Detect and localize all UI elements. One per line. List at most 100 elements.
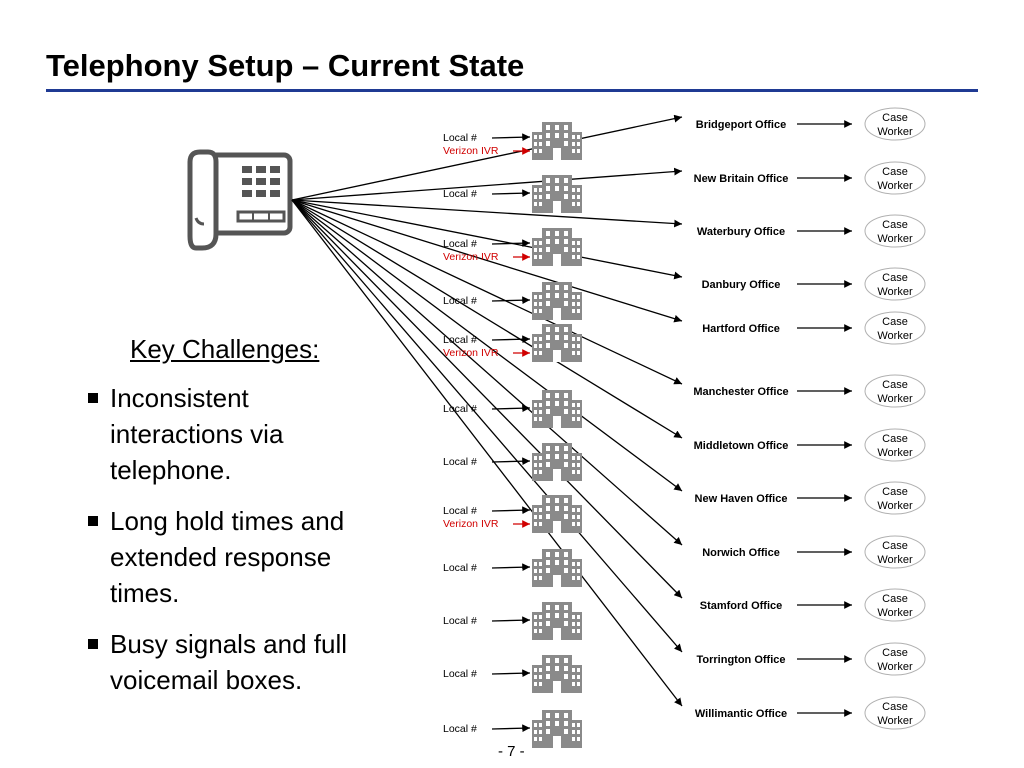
- phone-to-office-line: [291, 199, 683, 439]
- office-building-icon: [532, 390, 582, 428]
- challenge-item: Inconsistent interactions via telephone.: [88, 380, 388, 488]
- square-bullet-icon: [88, 393, 98, 403]
- phone-to-office-line: [291, 167, 683, 201]
- office-label: Bridgeport Office: [696, 119, 786, 131]
- office-building-icon: [532, 324, 582, 362]
- phone-to-office-line: [291, 199, 683, 707]
- office-label: Willimantic Office: [695, 708, 787, 720]
- office-label: Hartford Office: [702, 323, 780, 335]
- local-number-label: Local #: [443, 334, 477, 346]
- page-number: - 7 -: [498, 743, 525, 760]
- local-number-arrow: [491, 457, 531, 466]
- challenge-item: Long hold times and extended response ti…: [88, 503, 388, 611]
- svg-text:Case: Case: [882, 647, 908, 659]
- svg-text:Case: Case: [882, 593, 908, 605]
- local-number-arrow: [491, 669, 531, 678]
- phone-to-office-line: [291, 199, 683, 228]
- svg-text:Worker: Worker: [877, 126, 913, 138]
- svg-text:Worker: Worker: [877, 661, 913, 673]
- local-number-arrow: [491, 335, 531, 344]
- phone-to-office-line: [291, 199, 683, 323]
- local-number-arrow: [491, 404, 531, 413]
- page-title: Telephony Setup – Current State: [46, 48, 525, 83]
- svg-text:Worker: Worker: [877, 393, 913, 405]
- local-number-arrow: [491, 724, 531, 733]
- local-number-arrow: [491, 506, 531, 515]
- office-label: Torrington Office: [696, 654, 785, 666]
- svg-text:Worker: Worker: [877, 180, 913, 192]
- svg-text:Case: Case: [882, 540, 908, 552]
- local-number-arrow: [491, 239, 531, 248]
- svg-text:Case: Case: [882, 701, 908, 713]
- svg-text:Case: Case: [882, 486, 908, 498]
- local-number-label: Local #: [443, 723, 477, 735]
- svg-text:Worker: Worker: [877, 233, 913, 245]
- phone-to-office-line: [291, 199, 683, 492]
- office-label: Norwich Office: [702, 547, 780, 559]
- office-building-icon: [532, 122, 582, 160]
- office-label: Middletown Office: [694, 440, 789, 452]
- phone-to-office-line: [291, 114, 683, 201]
- svg-text:Worker: Worker: [877, 715, 913, 727]
- local-number-label: Local #: [443, 132, 477, 144]
- office-building-icon: [532, 549, 582, 587]
- office-building-icon: [532, 175, 582, 213]
- phone-to-office-line: [291, 199, 683, 599]
- verizon-ivr-label: Verizon IVR: [443, 251, 499, 263]
- local-number-arrow: [491, 296, 531, 305]
- office-label: Manchester Office: [693, 386, 788, 398]
- desk-phone-icon: [187, 149, 293, 251]
- office-building-icon: [532, 495, 582, 533]
- local-number-label: Local #: [443, 238, 477, 250]
- verizon-ivr-label: Verizon IVR: [443, 518, 499, 530]
- local-number-label: Local #: [443, 668, 477, 680]
- office-label: Waterbury Office: [697, 226, 785, 238]
- square-bullet-icon: [88, 516, 98, 526]
- title-underline: [46, 89, 978, 92]
- phone-to-office-line: [291, 199, 683, 385]
- office-label: Stamford Office: [700, 600, 783, 612]
- office-building-icon: [532, 602, 582, 640]
- svg-text:Worker: Worker: [877, 447, 913, 459]
- svg-text:Case: Case: [882, 166, 908, 178]
- verizon-ivr-label: Verizon IVR: [443, 145, 499, 157]
- square-bullet-icon: [88, 639, 98, 649]
- local-number-label: Local #: [443, 615, 477, 627]
- phone-to-office-line: [291, 199, 683, 653]
- svg-text:Case: Case: [882, 272, 908, 284]
- key-challenges-list: Inconsistent interactions via telephone.…: [88, 380, 388, 713]
- office-label: New Haven Office: [695, 493, 788, 505]
- phone-to-office-line: [291, 199, 683, 546]
- svg-text:Case: Case: [882, 379, 908, 391]
- svg-text:Case: Case: [882, 433, 908, 445]
- office-building-icon: [532, 655, 582, 693]
- svg-text:Worker: Worker: [877, 500, 913, 512]
- local-number-label: Local #: [443, 505, 477, 517]
- local-number-label: Local #: [443, 403, 477, 415]
- local-number-arrow: [491, 563, 531, 572]
- local-number-arrow: [491, 189, 531, 198]
- svg-text:Case: Case: [882, 112, 908, 124]
- svg-text:Case: Case: [882, 219, 908, 231]
- svg-text:Worker: Worker: [877, 607, 913, 619]
- office-building-icon: [532, 443, 582, 481]
- local-number-arrow: [491, 133, 531, 142]
- office-label: New Britain Office: [694, 173, 789, 185]
- local-number-label: Local #: [443, 562, 477, 574]
- local-number-label: Local #: [443, 295, 477, 307]
- svg-text:Worker: Worker: [877, 286, 913, 298]
- local-number-label: Local #: [443, 188, 477, 200]
- svg-text:Worker: Worker: [877, 554, 913, 566]
